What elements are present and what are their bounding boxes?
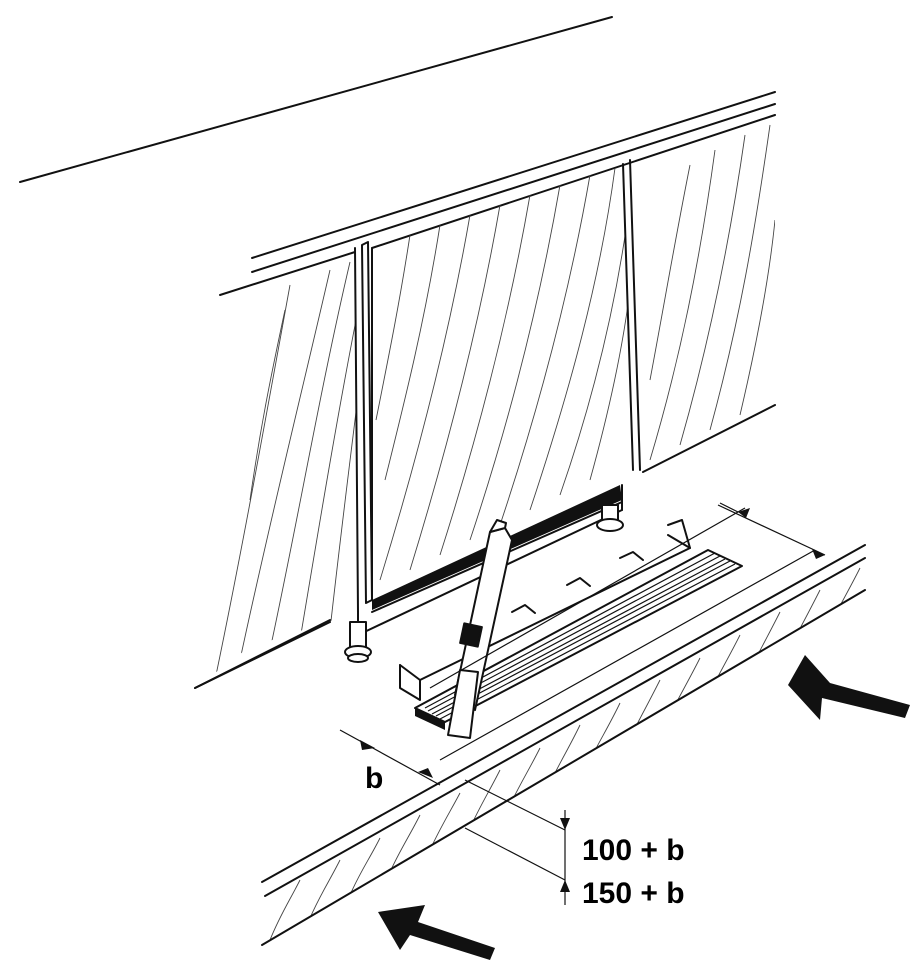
ceiling-line [19,16,613,183]
dimension-b-bottom [339,729,441,786]
floor-line [194,621,331,689]
arrow-right-icon [788,655,910,720]
seal-strip [414,549,743,730]
dimension-b-top [429,502,826,761]
arrow-left-icon [378,905,495,960]
adjustable-leg-left [344,621,372,663]
worktop [219,91,776,296]
label-b: b [365,762,383,795]
left-cabinet-panel [194,247,359,689]
mounting-tool [447,519,513,739]
label-lower-dimension: 150 + b [582,877,685,910]
adjustable-leg-right [596,504,624,532]
label-upper-dimension: 100 + b [582,834,685,867]
plinth-board [261,544,866,946]
dimension-height [464,779,570,905]
right-cabinet-panel [642,124,776,473]
